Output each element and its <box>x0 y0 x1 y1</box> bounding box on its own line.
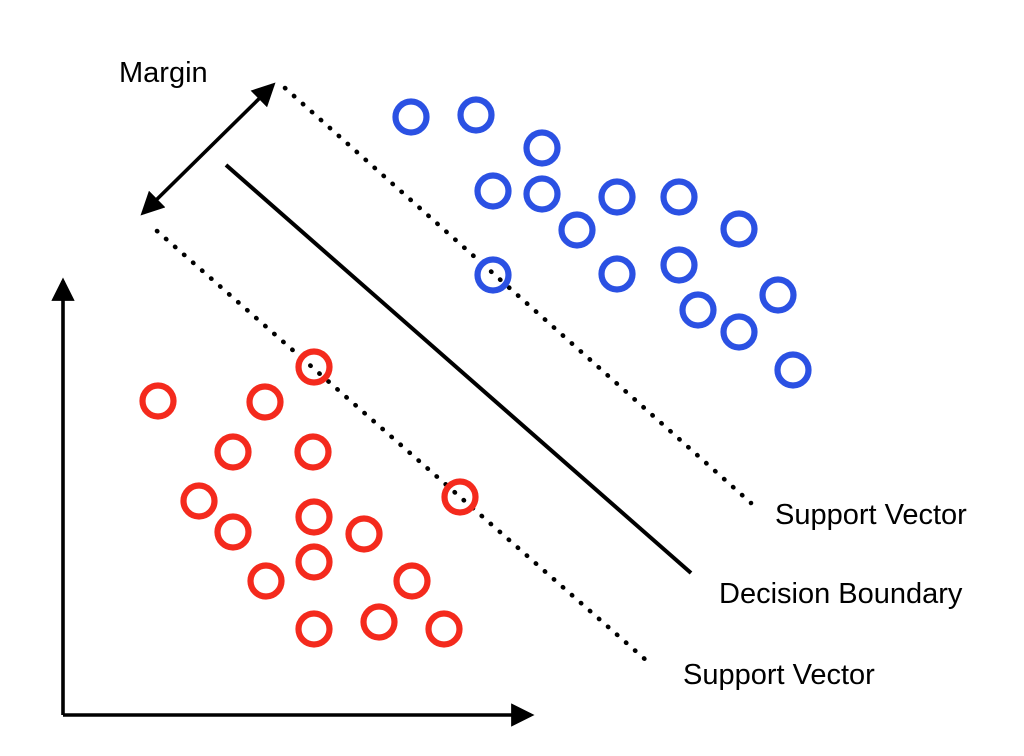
blue-class-point <box>523 175 561 213</box>
red-class-point <box>441 478 479 516</box>
margin-label: Margin <box>119 57 208 89</box>
red-class-point <box>295 543 333 581</box>
margin-double-arrow <box>140 82 276 216</box>
blue-class-point <box>660 246 698 284</box>
blue-class-points <box>392 96 812 389</box>
blue-class-point <box>679 291 717 329</box>
red-class-point <box>345 515 383 553</box>
red-class-point <box>247 562 285 600</box>
red-class-point <box>294 433 332 471</box>
blue-class-point <box>392 98 430 136</box>
red-class-point <box>425 610 463 648</box>
support-vector-label-lower: Support Vector <box>683 659 875 691</box>
blue-class-point <box>759 276 797 314</box>
blue-class-point <box>774 351 812 389</box>
red-class-points <box>139 348 479 648</box>
red-class-point <box>360 603 398 641</box>
blue-class-point <box>558 211 596 249</box>
blue-class-point <box>598 255 636 293</box>
blue-class-point <box>720 313 758 351</box>
blue-class-point <box>474 256 512 294</box>
support-vector-line-upper <box>282 85 754 506</box>
red-class-point <box>139 382 177 420</box>
blue-class-point <box>523 129 561 167</box>
blue-class-point <box>598 178 636 216</box>
blue-class-point <box>720 210 758 248</box>
support-vector-line-lower <box>154 228 650 664</box>
red-class-point <box>295 498 333 536</box>
support-vector-label-upper: Support Vector <box>775 499 967 531</box>
decision-boundary-label: Decision Boundary <box>719 578 963 610</box>
blue-class-point <box>474 172 512 210</box>
red-class-point <box>246 383 284 421</box>
red-class-point <box>295 610 333 648</box>
blue-class-point <box>660 178 698 216</box>
red-class-point <box>393 562 431 600</box>
blue-class-point <box>457 96 495 134</box>
red-class-point <box>214 513 252 551</box>
red-class-point <box>214 433 252 471</box>
decision-boundary-line <box>224 163 693 575</box>
red-class-point <box>295 348 333 386</box>
red-class-point <box>180 482 218 520</box>
